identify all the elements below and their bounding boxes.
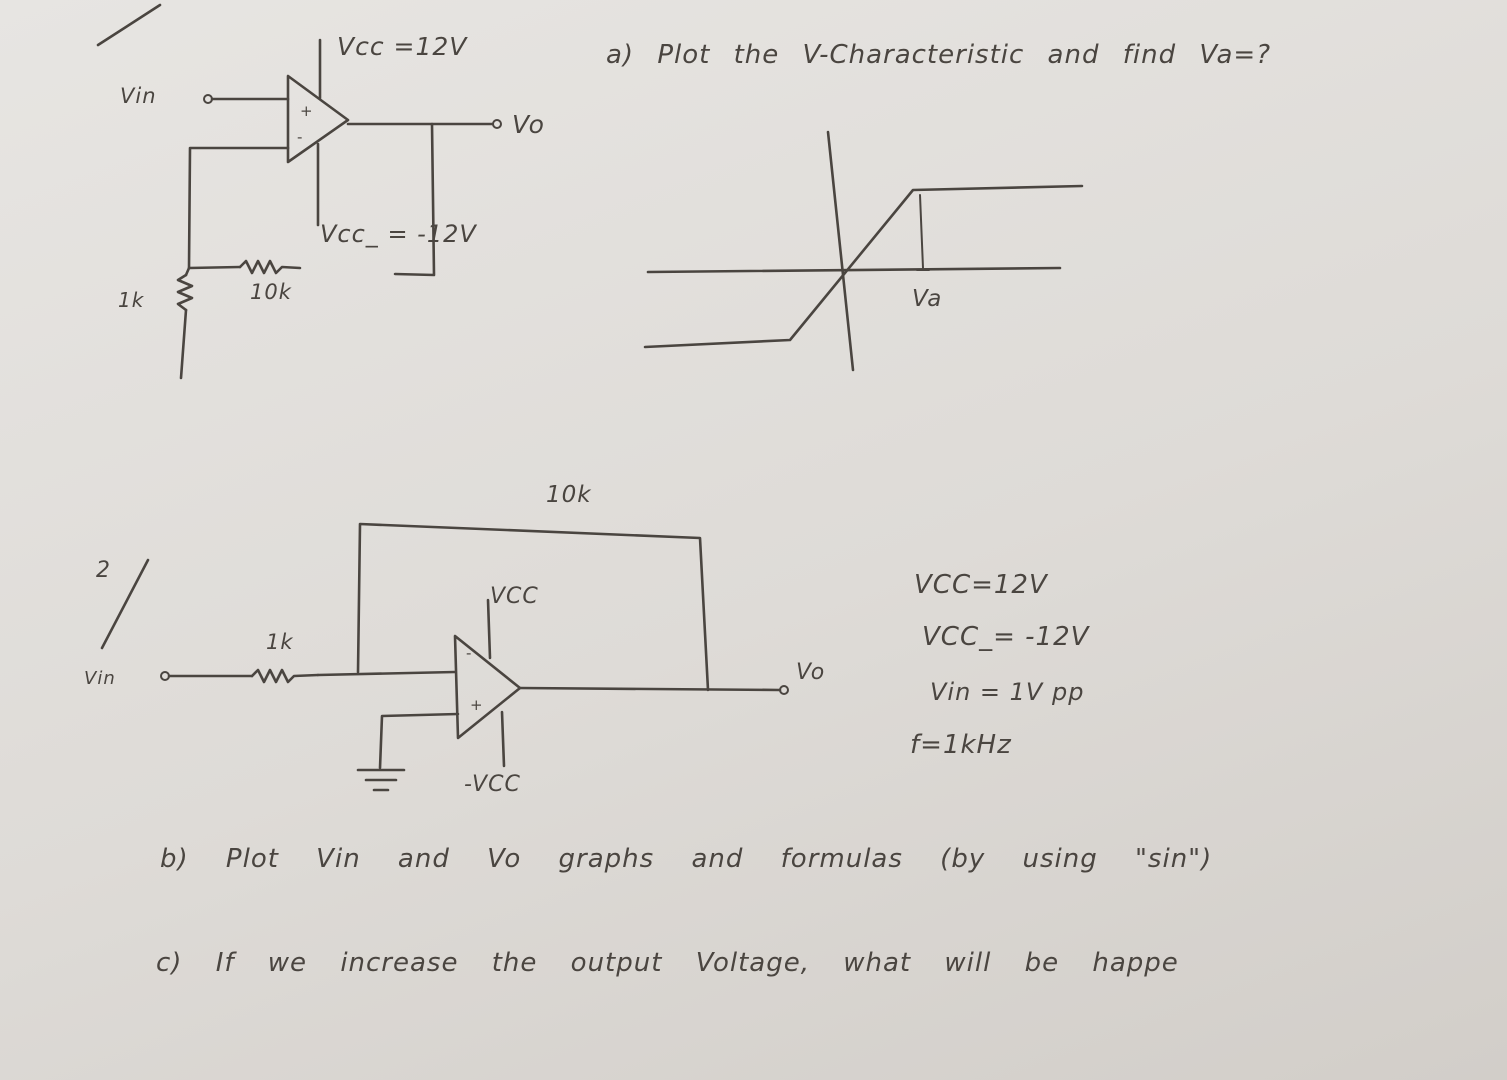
inverting-input-wire — [187, 146, 290, 270]
resistor-10k-1 — [238, 259, 302, 275]
x-axis — [646, 266, 1062, 274]
resistor-1k-1 — [176, 273, 194, 312]
transfer-curve — [643, 184, 1084, 349]
problem2-slash — [100, 558, 150, 650]
question-c-text: c) If we increase the output Voltage, wh… — [156, 948, 1179, 978]
param-frequency: f=1kHz — [910, 730, 1012, 760]
va-marker-line — [919, 194, 924, 269]
vin-label-2: Vin — [84, 668, 116, 689]
param-vcc-neg: VCC_= -12V — [922, 622, 1090, 652]
vcc-neg-label-1: Vcc_ = -12V — [320, 220, 477, 248]
va-label: Va — [912, 286, 943, 312]
resistor-1k-2 — [250, 668, 320, 684]
ground-resistor-bottom-wire — [179, 308, 188, 380]
opamp2-plus-label: + — [470, 696, 483, 714]
neg-vcc-label-2: -VCC — [464, 772, 521, 797]
noninverting-ground-wire — [378, 712, 460, 770]
vo-label-1: Vo — [512, 110, 545, 139]
opamp2-neg-vcc-wire — [500, 710, 506, 768]
question-b-text: b) Plot Vin and Vo graphs and formulas (… — [160, 844, 1213, 874]
corner-stroke — [96, 3, 162, 47]
opamp1-plus-label: + — [300, 102, 313, 120]
opamp2-vcc-wire — [486, 598, 492, 660]
vo-label-2: Vo — [796, 660, 826, 685]
feedback-right-wire — [393, 122, 436, 277]
y-axis — [826, 130, 855, 372]
resistor-10k-label-1: 10k — [250, 280, 292, 304]
graph-a — [643, 130, 1084, 372]
circuit2 — [160, 522, 789, 792]
question-a-text: a) Plot the V-Characteristic and find Va… — [606, 40, 1272, 70]
opamp2-minus-label: - — [466, 644, 472, 662]
opamp2-triangle — [453, 634, 522, 740]
vo2-wire — [518, 686, 782, 692]
vcc-pos-label-1: Vcc =12V — [337, 32, 468, 61]
param-vin: Vin = 1V pp — [930, 678, 1085, 706]
inverting-input-wire-2 — [316, 670, 457, 677]
ground-symbol — [356, 768, 406, 792]
resistor-1k-label-1: 1k — [118, 288, 145, 312]
vin-label-1: Vin — [120, 84, 157, 108]
resistor-10k-label-2: 10k — [546, 482, 592, 508]
feedback-loop-wire — [356, 522, 710, 692]
resistor-1k-label-2: 1k — [266, 630, 294, 654]
vcc-label-2: VCC — [490, 584, 539, 609]
vo2-terminal — [779, 685, 789, 695]
opamp1-triangle — [286, 74, 350, 164]
param-vcc-pos: VCC=12V — [914, 570, 1048, 600]
opamp1-minus-label: - — [297, 128, 303, 146]
problem2-number: 2 — [96, 558, 111, 583]
vo1-terminal — [492, 119, 502, 129]
circuit1 — [176, 38, 502, 380]
